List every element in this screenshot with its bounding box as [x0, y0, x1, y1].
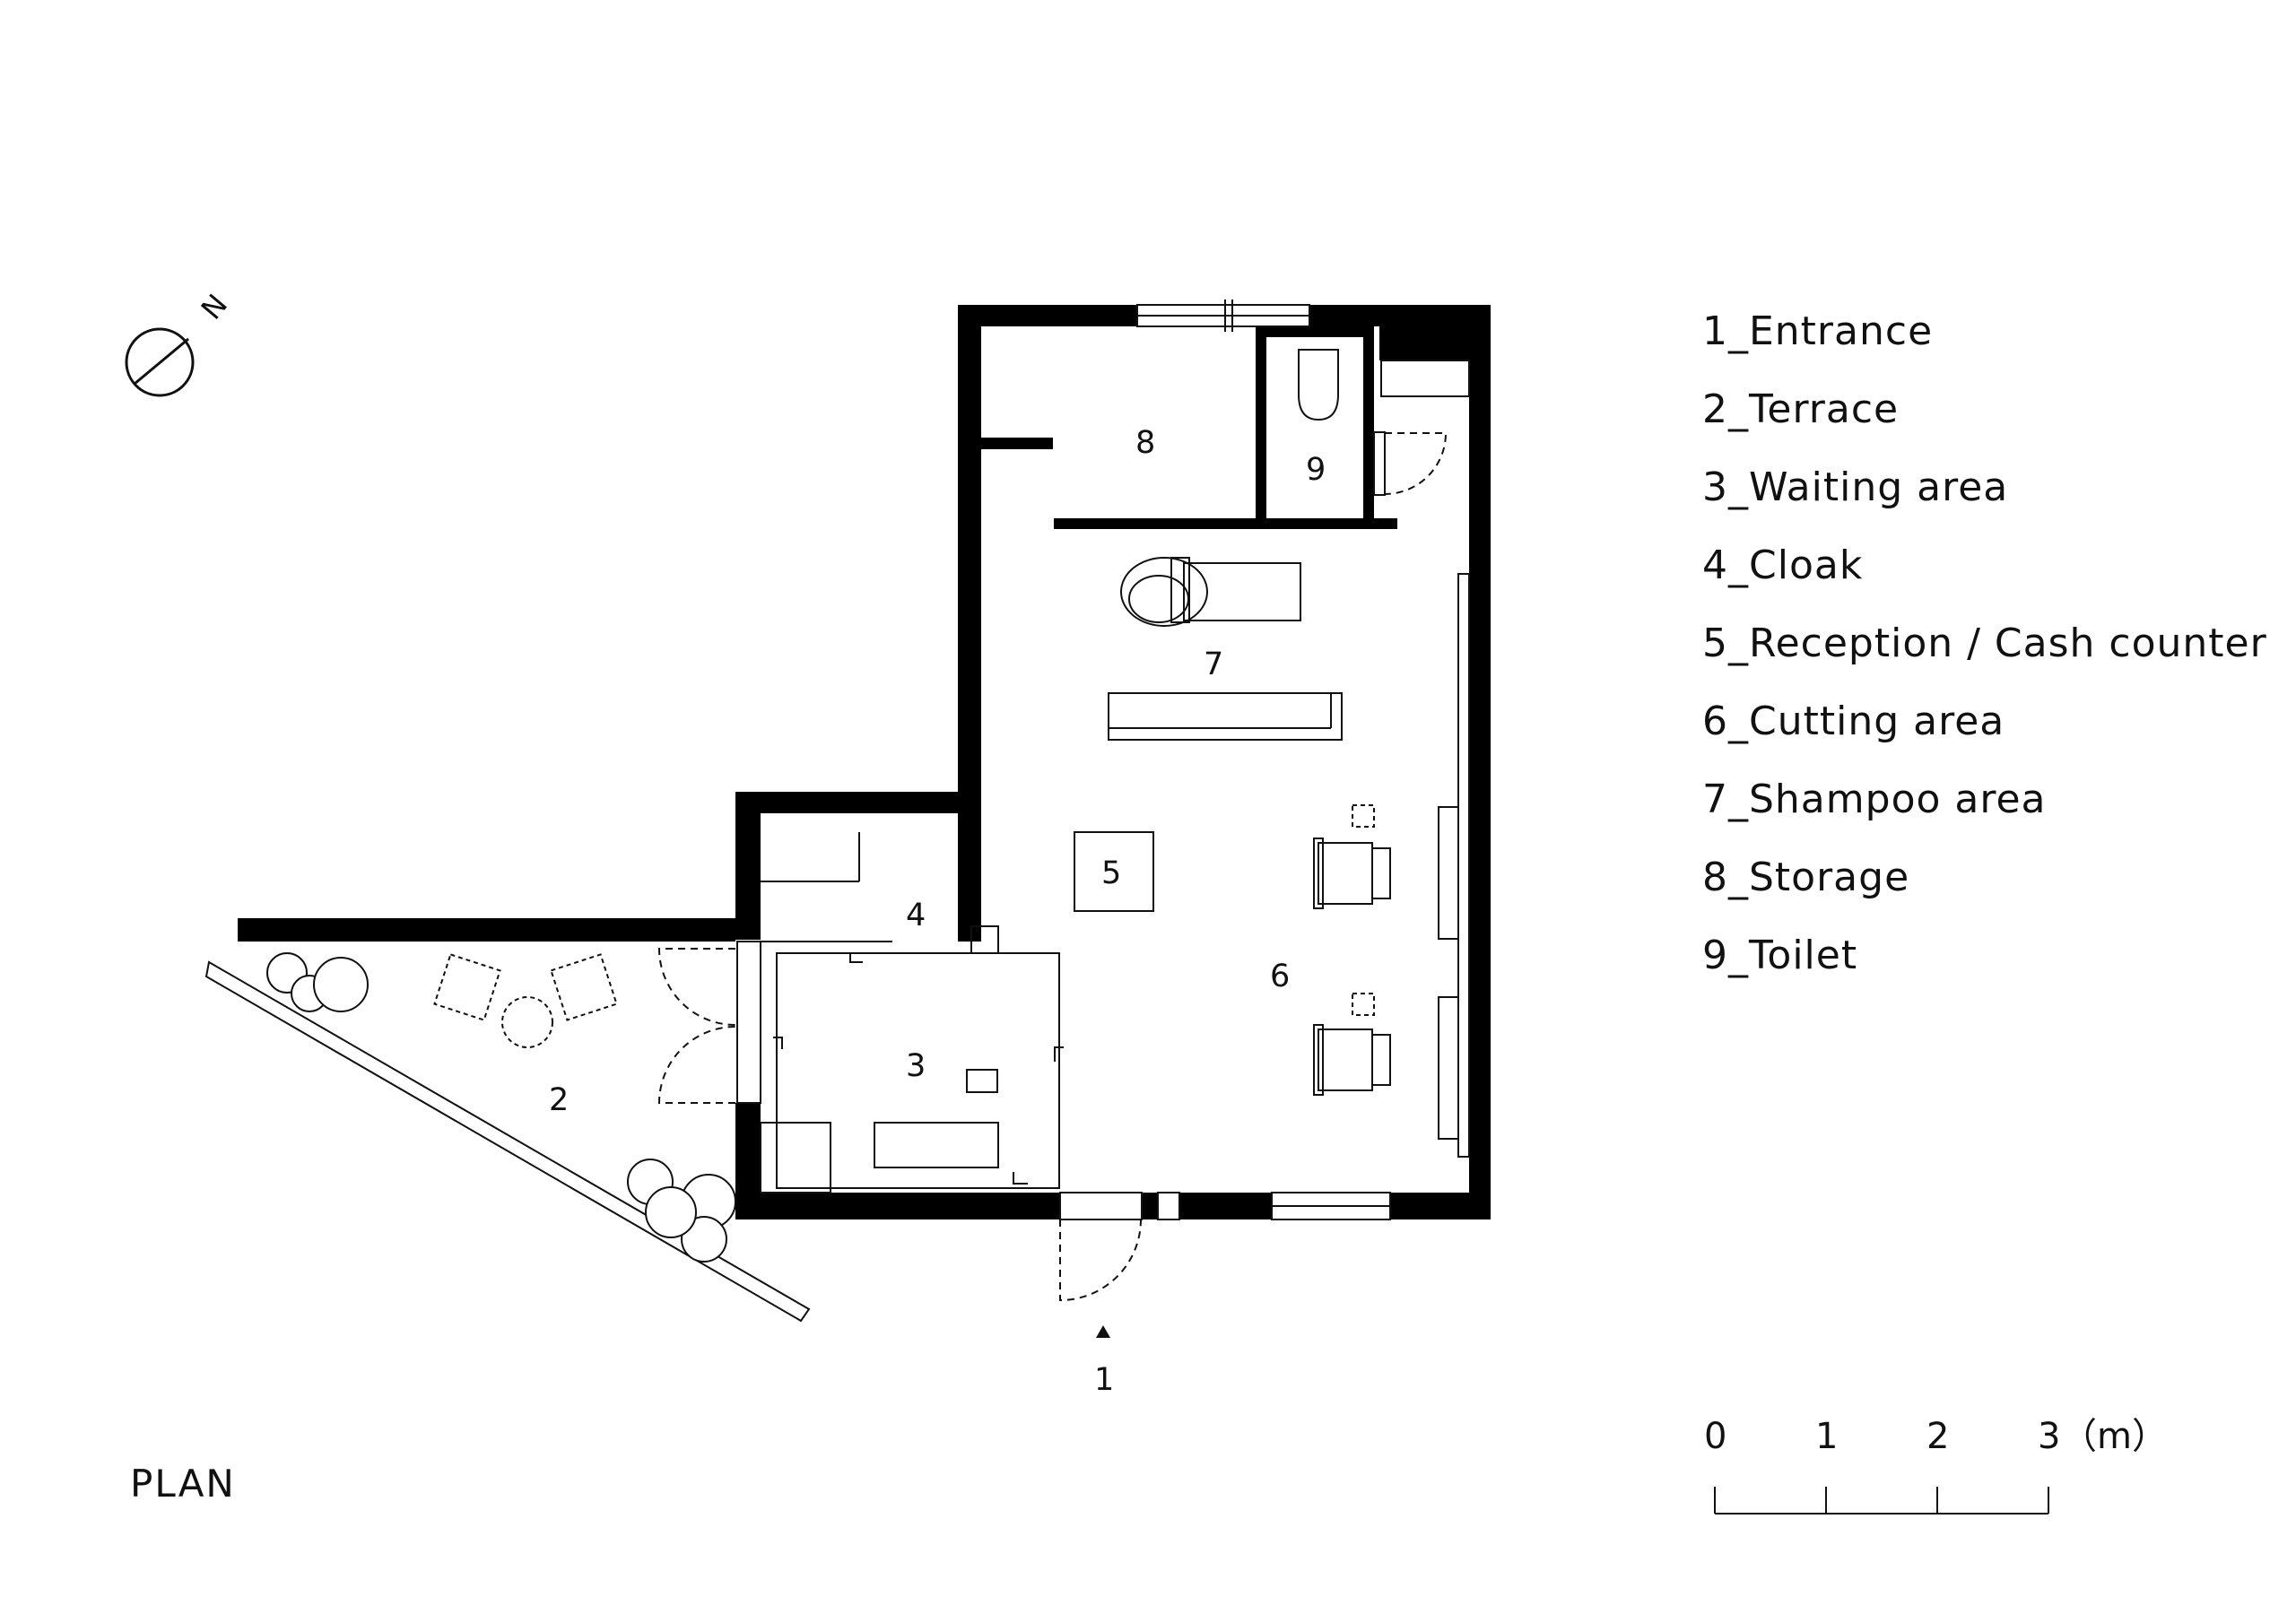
north-label: N	[195, 288, 234, 326]
room-numbers: 1 2 3 4 5 6 7 8 9	[549, 425, 1326, 1398]
legend-item: 8_Storage	[1702, 855, 1910, 900]
walls	[238, 305, 1491, 1219]
door-swings	[657, 432, 1448, 1302]
room-number-8: 8	[1135, 425, 1155, 461]
terrace-edge	[204, 960, 811, 1323]
scale-tick-1: 1	[1815, 1416, 1838, 1457]
scale-tick-2: 2	[1926, 1416, 1949, 1457]
room-number-1: 1	[1094, 1362, 1114, 1398]
legend-item: 6_Cutting area	[1702, 699, 2005, 744]
entrance-arrow-icon	[1096, 1325, 1110, 1338]
legend-item: 7_Shampoo area	[1702, 777, 2047, 822]
room-number-7: 7	[1204, 647, 1223, 682]
scale-unit: （m）	[2061, 1416, 2168, 1457]
room-number-3: 3	[906, 1048, 926, 1084]
interior-lines	[760, 349, 1470, 1193]
room-number-5: 5	[1101, 855, 1121, 891]
terrace-furniture	[433, 953, 618, 1048]
room-number-4: 4	[906, 898, 926, 933]
north-arrow-icon: N	[125, 288, 234, 397]
legend-item: 4_Cloak	[1702, 542, 1864, 588]
plan-title: PLAN	[130, 1462, 236, 1506]
shrub-icon	[266, 952, 736, 1263]
scale-tick-3: 3	[2038, 1416, 2060, 1457]
scale-labels: 0 1 2 3 （m）	[1704, 1416, 2168, 1457]
room-number-6: 6	[1270, 959, 1290, 994]
legend-item: 5_Reception / Cash counter	[1702, 621, 2267, 666]
scale-bar	[1714, 1487, 2049, 1515]
legend-item: 9_Toilet	[1702, 933, 1858, 978]
windows	[736, 299, 1391, 1220]
legend-list: 1_Entrance 2_Terrace 3_Waiting area 4_Cl…	[1702, 305, 2267, 1007]
legend-item: 3_Waiting area	[1702, 464, 2009, 510]
legend-item: 1_Entrance	[1702, 308, 1934, 354]
room-number-9: 9	[1306, 452, 1326, 488]
legend-item: 2_Terrace	[1702, 386, 1900, 432]
scale-tick-0: 0	[1704, 1416, 1726, 1457]
room-number-2: 2	[549, 1082, 569, 1118]
